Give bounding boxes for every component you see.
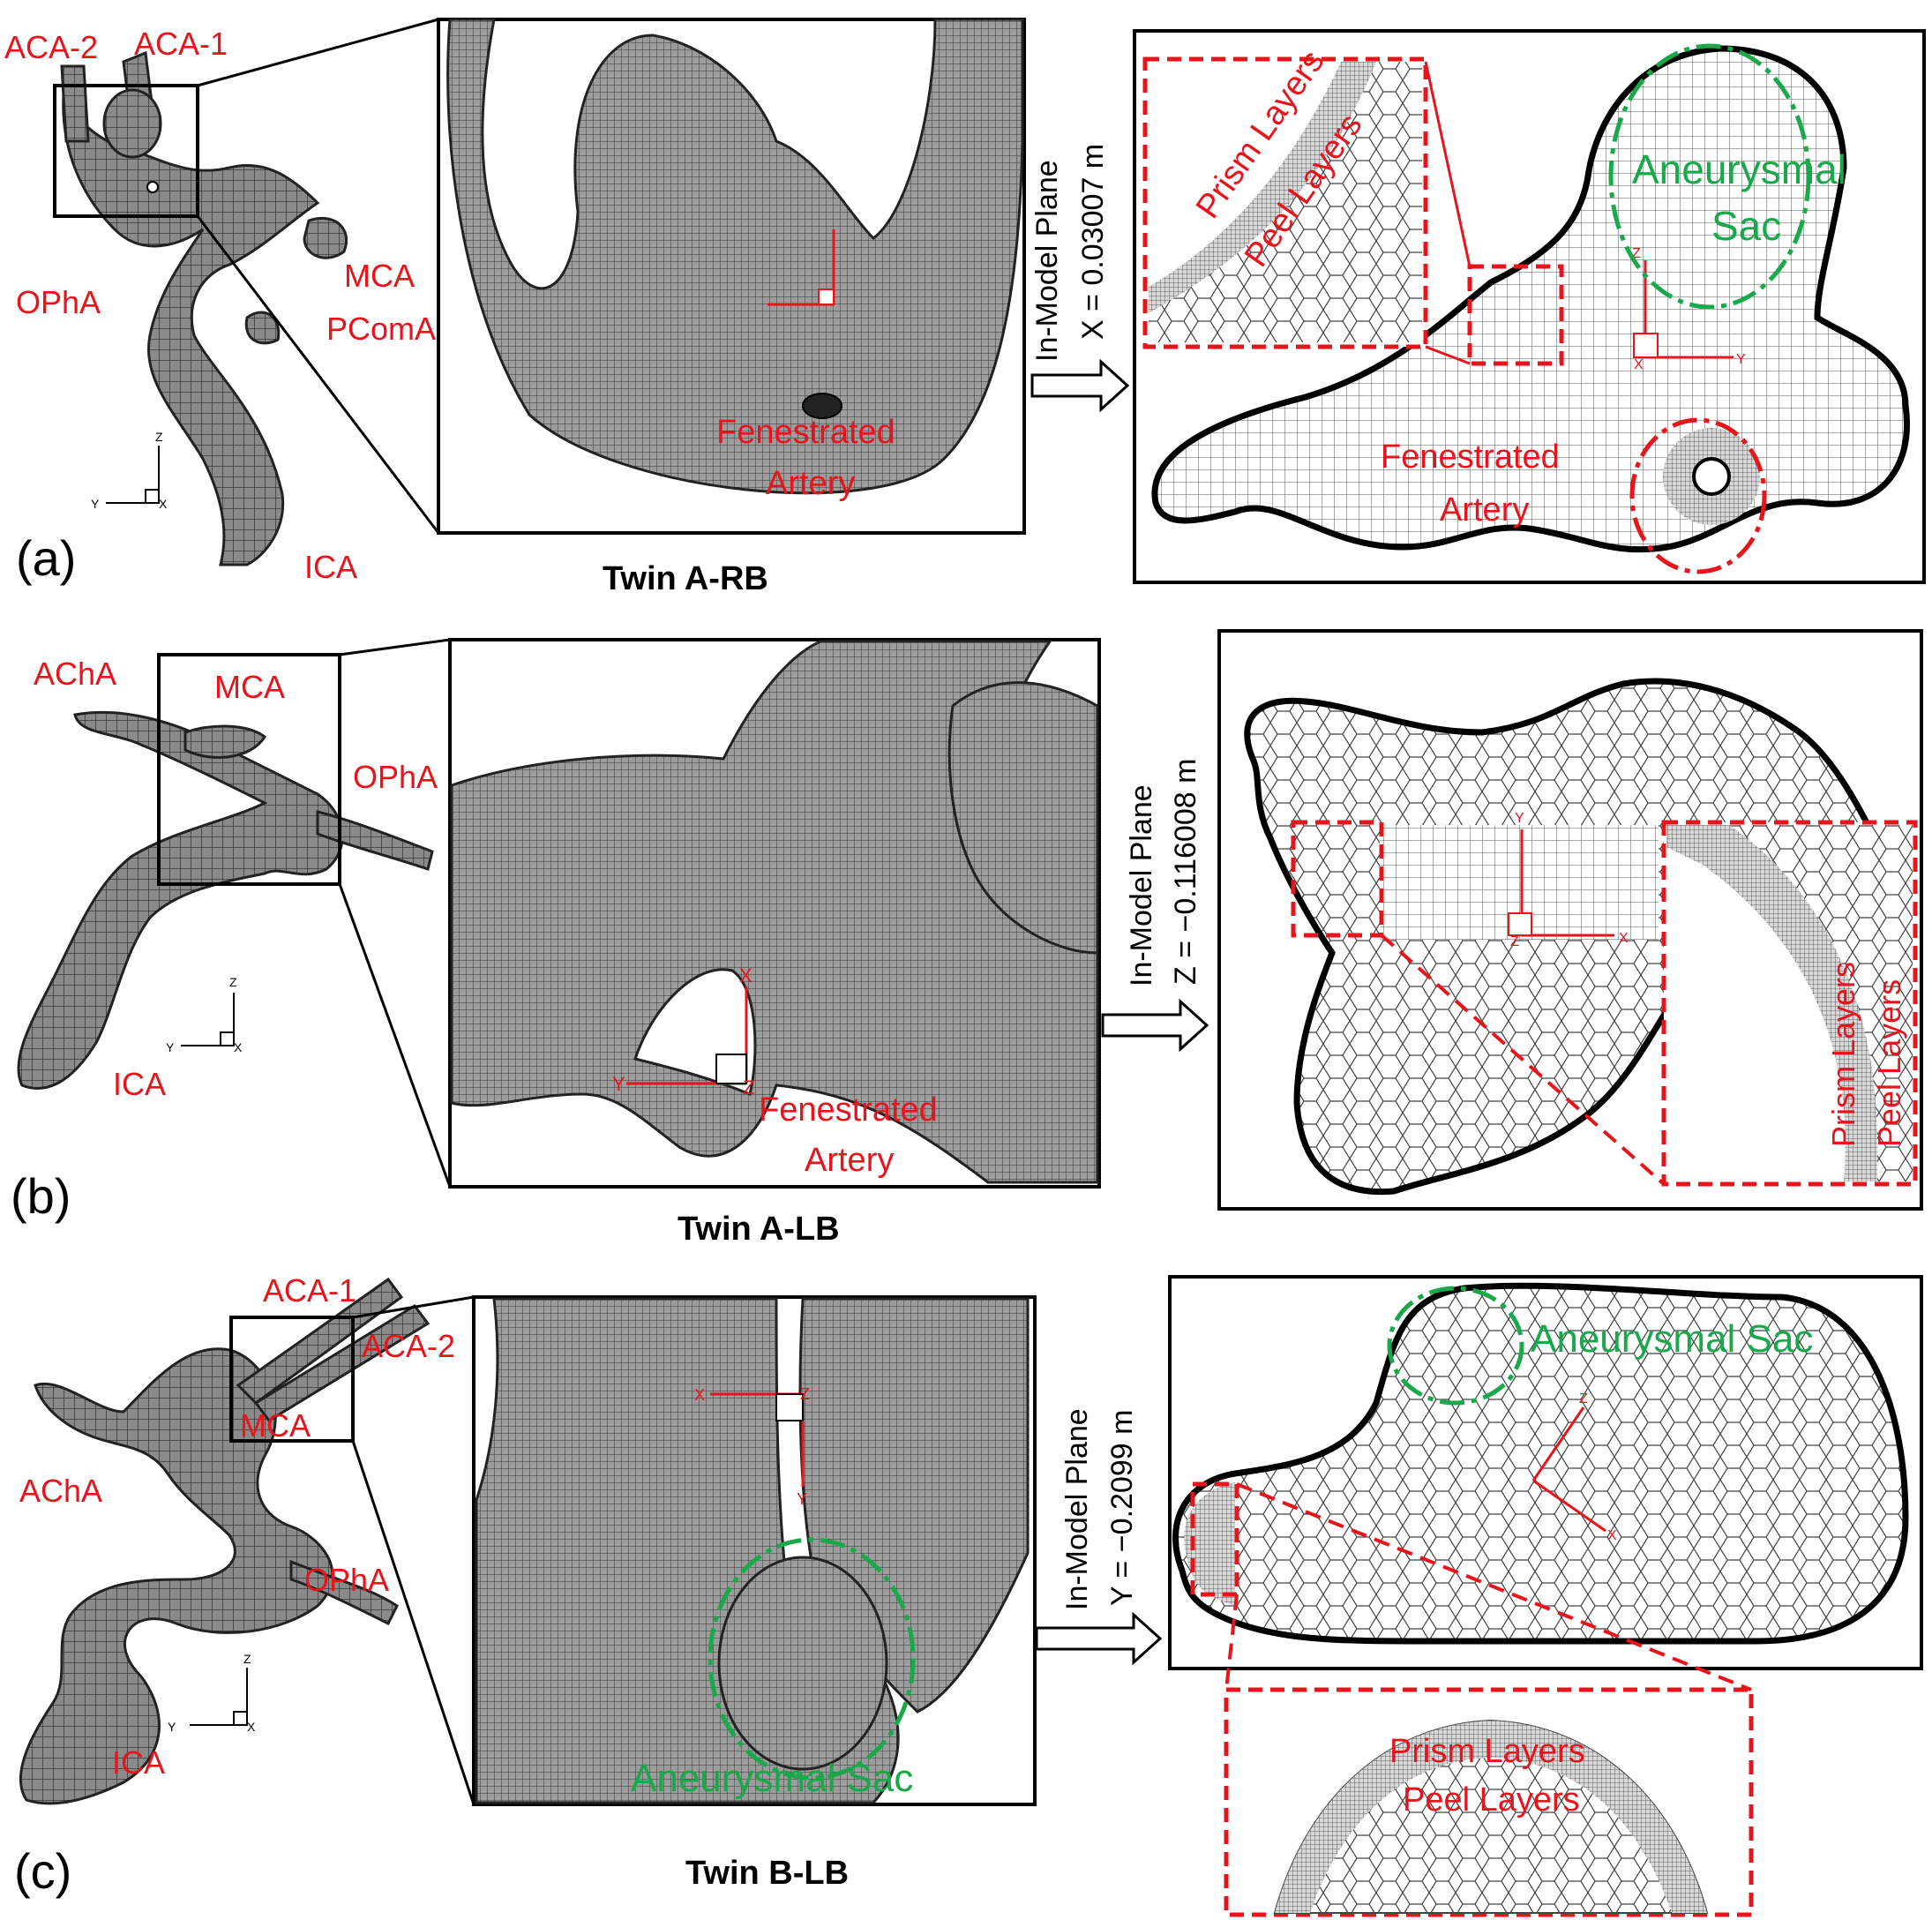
inset-small-b (1291, 820, 1384, 938)
slice-label: Artery (1440, 491, 1529, 529)
plane-value-b: Z = −0.116008 m (1169, 759, 1202, 985)
axis-normal-c: X (247, 1720, 256, 1734)
zoom-label: Artery (766, 465, 855, 502)
fenestration-circle (1629, 417, 1767, 574)
plane-value-a: X = 0.03007 m (1076, 144, 1110, 340)
vessel-label: OPhA (16, 284, 101, 320)
vessel-label: AChA (19, 1473, 102, 1509)
axis-horizontal-c: Y (168, 1720, 176, 1734)
panel-c: Z Y X ACA-1 ACA-2 MCA AChA OPhA ICA (c) … (14, 1272, 1923, 1917)
zoom-mesh-a (446, 18, 1024, 495)
slice-axis-label: X (1619, 931, 1629, 946)
vessel-label: MCA (240, 1407, 311, 1444)
zoom-mesh-b (450, 640, 1099, 1184)
vessel-model-c (19, 1277, 431, 1805)
zoom-axis-label: X (739, 964, 753, 986)
axis-horizontal-b: Y (166, 1040, 175, 1054)
zoom-axis-label: Z (743, 1076, 754, 1099)
zoom-label: Fenestrated (716, 414, 895, 451)
zoom-box-b (157, 653, 341, 886)
inset-small-c (1190, 1481, 1239, 1597)
vessel-model-b (17, 710, 434, 1090)
arrow-icon (1030, 358, 1130, 413)
sac-label: Aneurysmal Sac (1531, 1317, 1813, 1361)
vessel-label: ACA-1 (263, 1272, 356, 1309)
arrow-icon (1101, 998, 1209, 1053)
sac-label: Aneurysmal (1632, 146, 1846, 192)
slice-axis-label: X (1634, 357, 1644, 372)
plane-value-c: Y = −0.2099 m (1105, 1410, 1139, 1606)
zoom-box-c (229, 1316, 355, 1443)
axis-triad-b (181, 993, 235, 1046)
vessel-label: ACA-2 (4, 29, 98, 65)
slice-axis-label: Y (1515, 811, 1524, 826)
aneurysmal-sac-circle (708, 1537, 916, 1781)
aneurysmal-sac-circle (1608, 43, 1811, 310)
inset-label: Prism Layers (1825, 962, 1861, 1147)
zoom-label: Fenestrated (759, 1091, 938, 1129)
inset-mesh-b (1666, 825, 1913, 1181)
inset-mesh-c (1273, 1719, 1709, 1914)
inset-label: Peel Layers (1403, 1781, 1580, 1819)
vessel-label: ICA (112, 1744, 165, 1781)
axis-vertical-a: Z (155, 430, 163, 444)
vessel-label: MCA (214, 669, 285, 705)
zoom-axis-label: Z (800, 1385, 810, 1403)
axis-normal-a: X (159, 497, 168, 511)
caption-a: Twin A-RB (603, 560, 768, 597)
axis-triad-a (106, 446, 160, 504)
inset-small-a (1467, 264, 1564, 366)
caption-c: Twin B-LB (685, 1855, 849, 1892)
zoom-mesh-c (475, 1297, 1030, 1804)
vessel-label: AChA (34, 656, 116, 692)
panel-a: Z Y X ACA-2 ACA-1 OPhA MCA PComA ICA (a)… (4, 18, 1926, 597)
plane-title-c: In-Model Plane (1060, 1408, 1094, 1610)
zoom-label: Artery (805, 1142, 894, 1179)
vessel-label: ICA (304, 549, 357, 585)
inset-label: Peel Layers (1871, 979, 1907, 1147)
zoom-axis-label: Y (612, 1073, 625, 1095)
caption-b: Twin A-LB (678, 1211, 840, 1248)
panel-label-b: (b) (11, 1168, 71, 1224)
plane-title-a: In-Model Plane (1030, 160, 1064, 362)
slice-label: Fenestrated (1381, 439, 1560, 476)
axis-horizontal-a: Y (91, 497, 100, 511)
aneurysmal-sac-circle (1387, 1286, 1524, 1406)
vessel-label: OPhA (304, 1562, 389, 1598)
vessel-label: ICA (113, 1066, 166, 1102)
zoom-box-a (53, 84, 199, 218)
slice-axis-label: Y (1736, 352, 1746, 367)
axis-normal-b: X (234, 1040, 243, 1054)
axis-vertical-b: Z (229, 975, 237, 989)
zoom-axis-label: X (694, 1386, 705, 1404)
vessel-label: PComA (326, 311, 436, 347)
slice-axis-label: X (1607, 1528, 1617, 1543)
slice-axis-label: Z (1632, 246, 1641, 261)
panel-label-a: (a) (16, 530, 76, 586)
inset-label: Prism Layers (1389, 1733, 1585, 1770)
vessel-model-a (60, 50, 348, 566)
slice-axis-label: Z (1579, 1391, 1588, 1406)
sac-label: Sac (1711, 203, 1781, 249)
vessel-label: ACA-1 (134, 26, 228, 62)
vessel-label: OPhA (353, 759, 438, 795)
inset-mesh-a (1149, 62, 1422, 342)
arrow-icon (1035, 1611, 1163, 1666)
plane-title-b: In-Model Plane (1125, 784, 1158, 986)
zoom-label: Aneurysmal Sac (631, 1757, 913, 1800)
vessel-label: MCA (344, 258, 415, 294)
axis-vertical-c: Z (243, 1652, 251, 1666)
zoom-axis-label: Y (797, 1490, 807, 1508)
slice-mesh-c (1172, 1282, 1909, 1645)
panel-b: Z Y X AChA MCA OPhA ICA (b) X Y Z Fenest… (11, 629, 1923, 1248)
axis-triad-c (190, 1668, 248, 1726)
slice-axis-label: Z (1510, 934, 1519, 949)
panel-label-c: (c) (14, 1843, 71, 1899)
vessel-label: ACA-2 (362, 1328, 455, 1364)
